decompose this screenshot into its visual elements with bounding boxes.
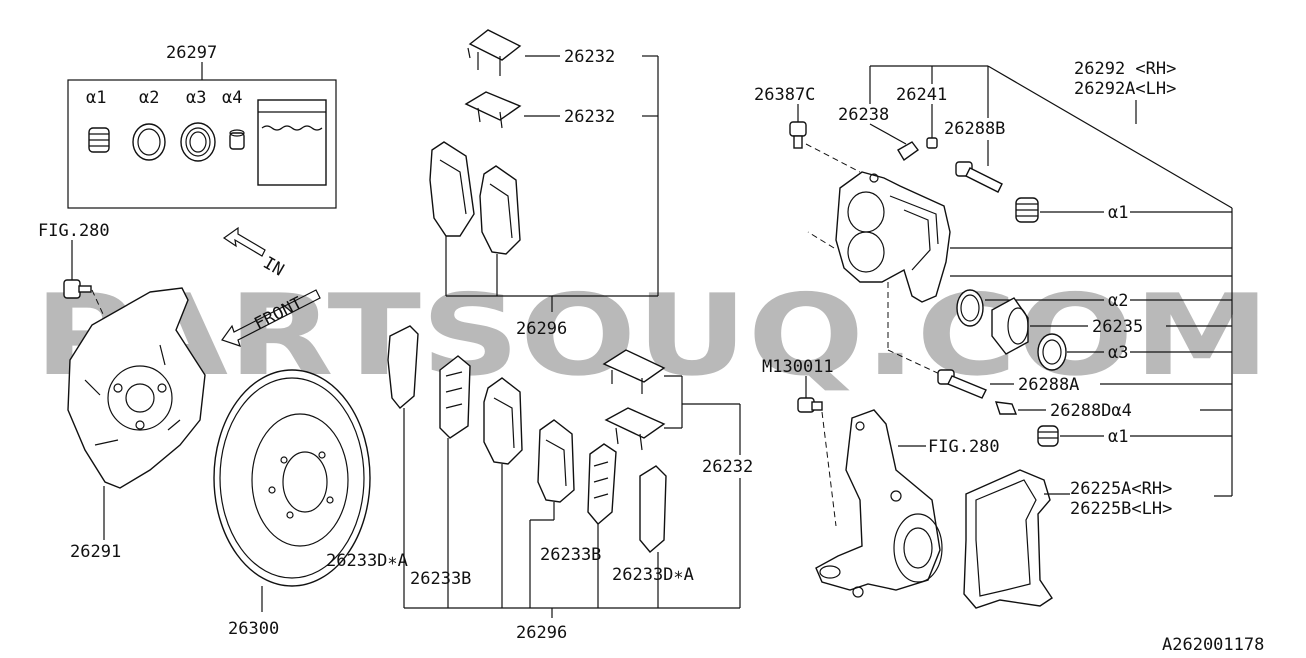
lower-pad-right <box>537 419 575 503</box>
bolt-part-number: M130011 <box>762 357 834 377</box>
bleeder-cap-bolt <box>789 121 807 149</box>
clip-1-part-number: 26232 <box>564 47 615 67</box>
shim-b-2-part-number: 26233B <box>540 545 601 565</box>
alpha1-a-label: α1 <box>1108 203 1128 223</box>
kit-box: 26297 α1 α2 α3 α4 <box>67 43 337 209</box>
lower-clip-upper <box>602 349 666 394</box>
guide-sleeve-part <box>994 401 1018 415</box>
shield-bolt <box>63 279 92 299</box>
bleeder-part-number: 26238 <box>838 105 889 125</box>
upper-clip-1 <box>467 29 522 76</box>
watermark: PARTSOUQ.COM <box>34 271 1270 401</box>
mount-bolt <box>797 397 823 413</box>
brake-rotor-part <box>213 369 371 587</box>
cap-part-number: 26241 <box>896 85 947 105</box>
fig280-top-label: FIG.280 <box>38 221 110 241</box>
rotor-part-number: 26300 <box>228 619 279 639</box>
caliper-seal-part <box>956 289 984 327</box>
kit-boot-part <box>88 127 110 153</box>
clip-3-part-number: 26232 <box>702 457 753 477</box>
sleeve-d-part-number: 26288Dα4 <box>1050 401 1132 421</box>
kit-item-a4-label: α4 <box>222 88 242 108</box>
alpha1-b-label: α1 <box>1108 427 1128 447</box>
shim-b-1-part-number: 26233B <box>410 569 471 589</box>
lower-shim-outer-right <box>639 465 667 553</box>
clip-2-part-number: 26232 <box>564 107 615 127</box>
figure-id-label: A262001178 <box>1162 635 1264 653</box>
kit-item-a2-label: α2 <box>139 88 159 108</box>
pad-set-top-part-number: 26296 <box>516 319 567 339</box>
caliper-boot-lower <box>1037 425 1059 447</box>
kit-item-a3-label: α3 <box>186 88 206 108</box>
guide-pin-b <box>955 161 1003 193</box>
lower-shim-inner-left <box>439 355 471 439</box>
caliper-dust-seal-part <box>1037 333 1067 371</box>
caliper-boot-upper <box>1015 197 1039 223</box>
pin-b-part-number: 26288B <box>944 119 1005 139</box>
alpha3-label: α3 <box>1108 343 1128 363</box>
pad-set-bottom-part-number: 26296 <box>516 623 567 643</box>
fig280-knuckle-label: FIG.280 <box>928 437 1000 457</box>
kit-item-a1-label: α1 <box>86 88 106 108</box>
lower-clip-lower <box>604 407 666 451</box>
lower-shim-outer-left <box>387 325 419 410</box>
caliper-lh-part-number: 26292A<LH> <box>1074 79 1176 99</box>
caliper-piston-part <box>991 297 1029 355</box>
dust-shield-part <box>67 287 206 489</box>
kit-sleeve-part <box>229 129 245 150</box>
kit-dust-seal-part <box>180 122 216 162</box>
caliper-support-part <box>963 469 1053 609</box>
lower-pad-left <box>483 377 523 465</box>
steering-knuckle-part <box>815 409 943 598</box>
shim-d-a-1-part-number: 26233D∗A <box>326 551 408 571</box>
bleeder-screw <box>897 141 919 162</box>
shim-d-a-2-part-number: 26233D∗A <box>612 565 694 585</box>
kit-seal-part <box>132 123 166 161</box>
support-lh-part-number: 26225B<LH> <box>1070 499 1172 519</box>
upper-clip-2 <box>464 91 522 129</box>
pin-a-part-number: 26288A <box>1018 375 1079 395</box>
watermark-text: PARTSOUQ.COM <box>34 271 1270 401</box>
caliper-rh-part-number: 26292 <RH> <box>1074 59 1176 79</box>
alpha2-label: α2 <box>1108 291 1128 311</box>
piston-part-number: 26235 <box>1092 317 1143 337</box>
kit-number-label: 26297 <box>166 43 217 63</box>
upper-pad-left <box>429 141 475 237</box>
caliper-body-part <box>835 171 951 303</box>
bleeder-cap-part-number: 26387C <box>754 85 815 105</box>
shield-part-number: 26291 <box>70 542 121 562</box>
kit-grease-bag <box>257 99 327 186</box>
upper-pad-right <box>479 165 521 255</box>
support-rh-part-number: 26225A<RH> <box>1070 479 1172 499</box>
bleeder-dust-cap <box>926 137 938 149</box>
lower-shim-inner-right <box>587 443 617 525</box>
guide-pin-a <box>937 369 987 399</box>
